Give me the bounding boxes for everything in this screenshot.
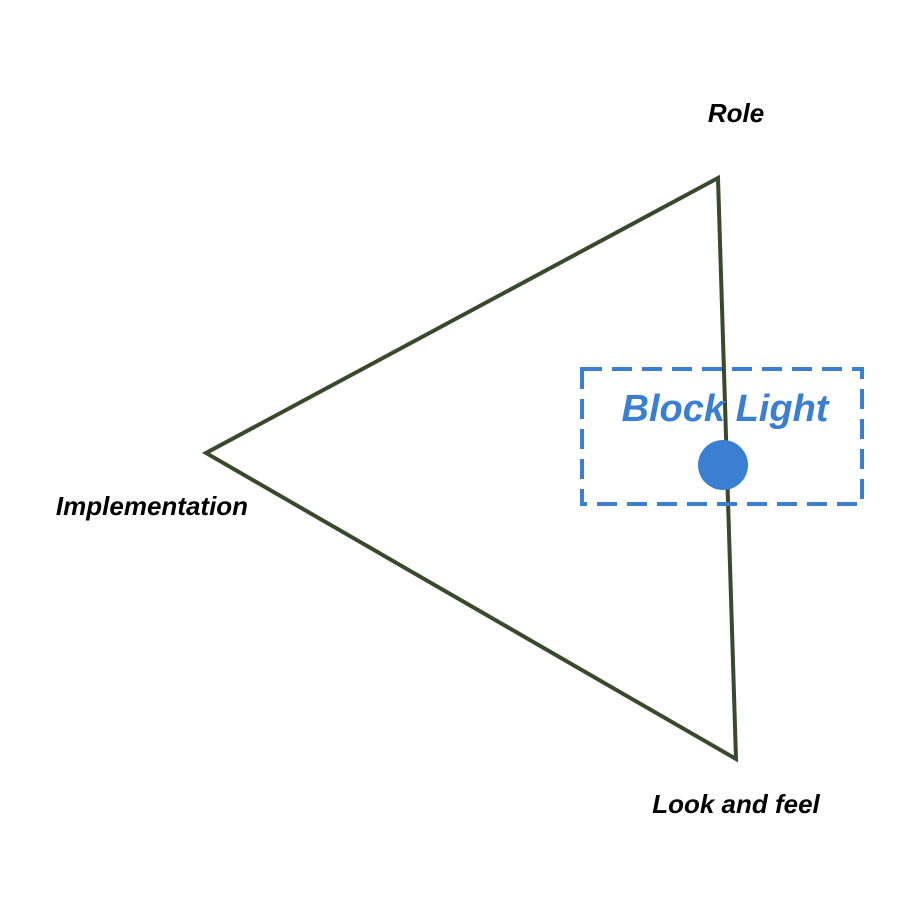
triangle-outline <box>201 174 739 763</box>
marker-label: Block Light <box>622 388 830 430</box>
marker-dashed-box <box>580 367 864 506</box>
vertex-label-implementation: Implementation <box>56 491 248 521</box>
vertex-label-role: Role <box>708 98 764 128</box>
marker-dot <box>698 440 748 490</box>
marker-group: Block Light <box>580 367 864 506</box>
vertex-label-look-and-feel: Look and feel <box>652 789 820 819</box>
